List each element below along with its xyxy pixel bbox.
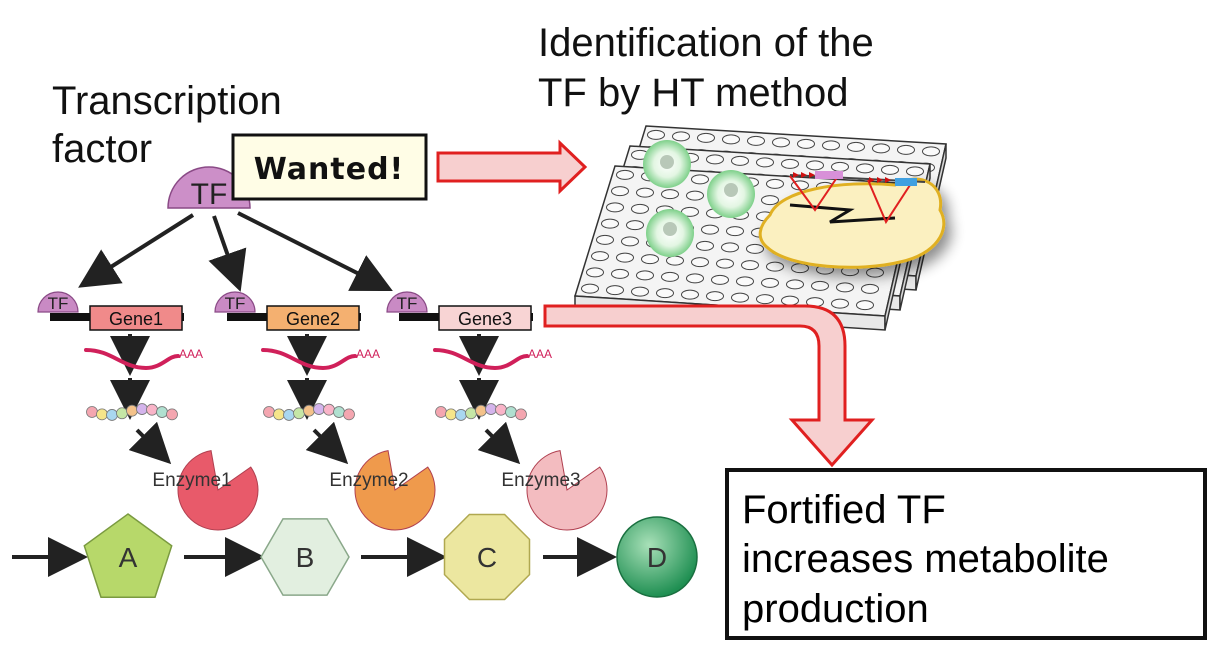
metabolite-a: A [83, 513, 173, 598]
yeast-cell [758, 171, 946, 269]
metabolite-label-c: C [477, 542, 497, 573]
enzyme-shape-2 [354, 450, 436, 531]
tf-label: TF [191, 178, 228, 211]
ht-title-line2: TF by HT method [538, 71, 848, 115]
gene-box-1 [89, 305, 183, 331]
enzyme-label-3: Enzyme3 [501, 470, 580, 491]
polya-label-1: AAA [179, 347, 203, 361]
tf-branch-arrows [78, 211, 393, 292]
result-line3: production [742, 587, 929, 631]
result-box: Fortified TF increases metabolite produc… [725, 468, 1207, 640]
gene-tf-2: TF [214, 291, 256, 313]
gene-tf-1: TF [37, 291, 79, 313]
wanted-sign: Wanted! [231, 133, 428, 201]
enzyme-shape-3 [526, 450, 608, 531]
enzyme-label-1: Enzyme1 [152, 470, 231, 491]
metabolite-d: D [616, 516, 698, 598]
peptide-chain-1 [86, 403, 178, 421]
metabolite-c: C [443, 513, 531, 601]
gene-box-2 [266, 305, 360, 331]
screened-cells [643, 140, 755, 257]
metabolite-b: B [260, 518, 350, 596]
result-line1: Fortified TF [742, 488, 946, 532]
polya-label-3: AAA [528, 347, 552, 361]
gene-label-1: Gene1 [109, 309, 163, 329]
wanted-to-ht-arrow [436, 139, 588, 195]
gene-box-3 [438, 305, 532, 331]
polya-label-2: AAA [356, 347, 380, 361]
folding-arrow-3 [477, 421, 521, 465]
folding-arrow-1 [128, 421, 172, 465]
folding-arrow-2 [305, 421, 349, 465]
gene-label-3: Gene3 [458, 309, 512, 329]
tf-title-line2: factor [52, 127, 152, 171]
wanted-label: Wanted! [254, 152, 404, 187]
ht-title-line1: Identification of the [538, 21, 874, 65]
result-line2: increases metabolite [742, 537, 1109, 581]
tf-title-line1: Transcription [52, 79, 282, 123]
metabolite-label-d: D [647, 542, 667, 573]
enzyme-label-2: Enzyme2 [329, 470, 408, 491]
mrna-2 [261, 348, 357, 371]
reporter-construct [789, 171, 926, 225]
gene-to-result-arrow [543, 304, 876, 468]
mrna-3 [433, 348, 529, 371]
peptide-chain-2 [263, 403, 355, 421]
enzyme-shape-1 [177, 450, 259, 531]
gene-label-2: Gene2 [286, 309, 340, 329]
metabolite-label-b: B [296, 542, 315, 573]
gene-tf-3: TF [386, 291, 428, 313]
metabolite-label-a: A [119, 542, 138, 573]
mrna-1 [84, 348, 180, 371]
gene-tf-label-3: TF [397, 294, 418, 313]
gene-tf-label-1: TF [48, 294, 69, 313]
peptide-chain-3 [435, 403, 527, 421]
gene-tf-label-2: TF [225, 294, 246, 313]
tf-protein: TF [167, 166, 251, 211]
